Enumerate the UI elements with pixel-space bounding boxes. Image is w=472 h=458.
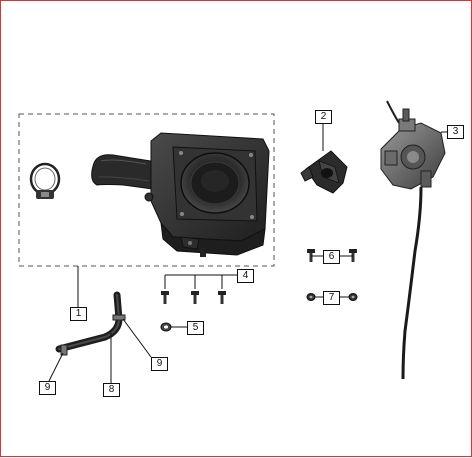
leader-lines: [48, 123, 447, 383]
callout-8: 8: [103, 383, 120, 397]
callout-3: 3: [447, 125, 464, 139]
callout-9-left: 9: [39, 381, 56, 395]
callout-4: 4: [237, 269, 254, 283]
callout-7: 7: [323, 291, 340, 305]
intake-manifold-icon: [300, 150, 348, 194]
carburetor-icon: [380, 100, 446, 380]
washer-icon: [160, 322, 172, 332]
air-filter-box-icon: [91, 132, 270, 257]
callout-1: 1: [70, 307, 87, 321]
callout-9-right: 9: [151, 357, 168, 371]
nut-icon: [306, 293, 358, 301]
hose-clamp-icon: [29, 162, 61, 199]
breather-hose-icon: [55, 291, 126, 356]
assembly-group-box: [18, 113, 275, 267]
callout-2: 2: [315, 110, 332, 124]
bolt-icon: [161, 291, 226, 304]
bolt-icon: [307, 249, 357, 262]
callout-5: 5: [187, 321, 204, 335]
callout-6: 6: [323, 250, 340, 264]
